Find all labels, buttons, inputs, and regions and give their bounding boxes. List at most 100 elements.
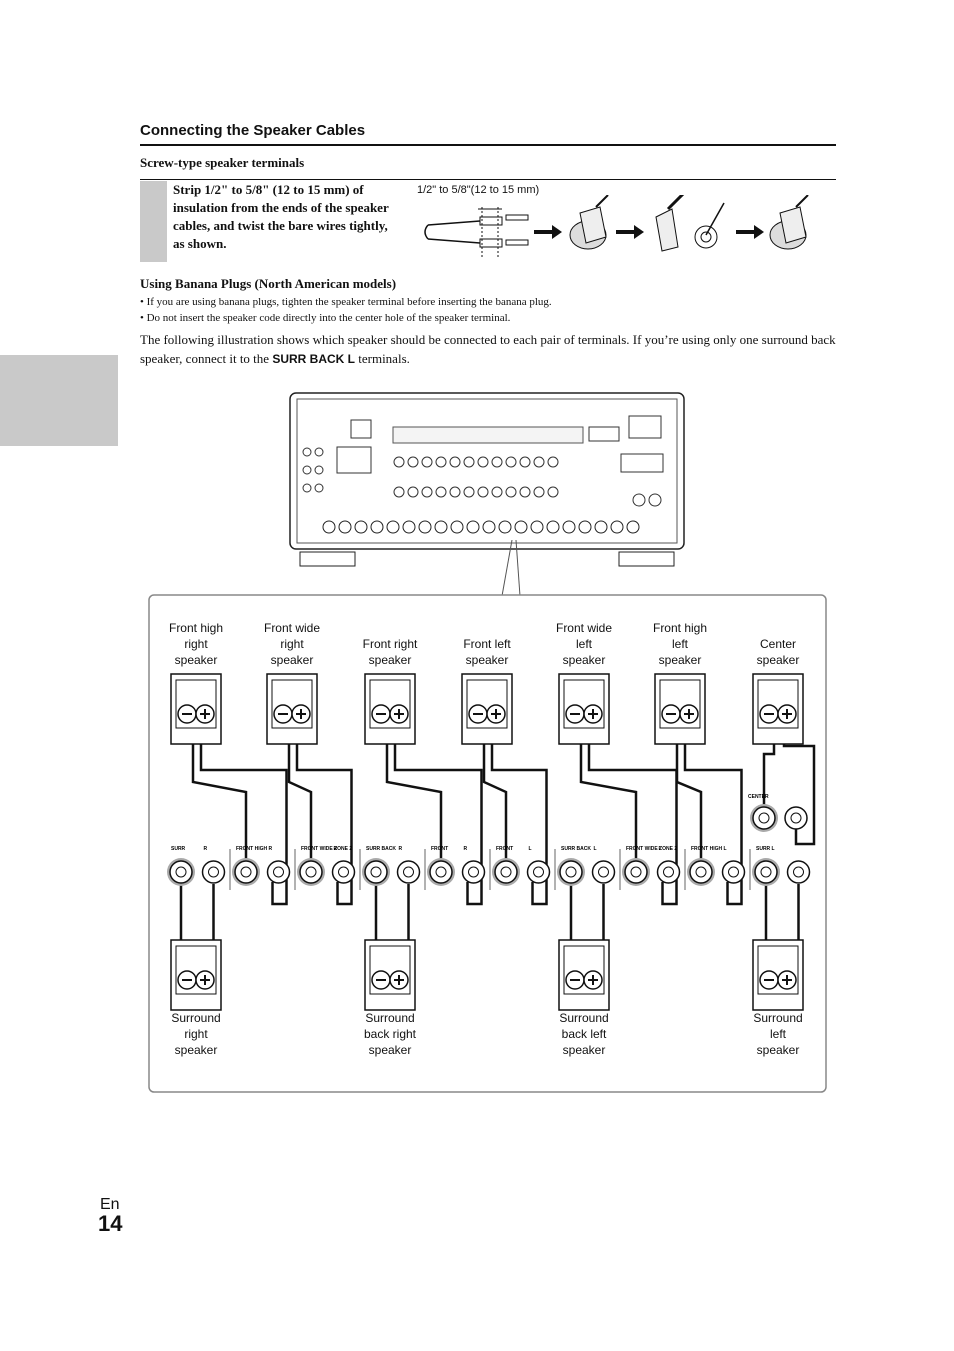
receiver-rear-panel	[289, 392, 685, 567]
speaker-terminal[interactable]	[622, 858, 650, 886]
speaker-terminal[interactable]	[526, 860, 551, 884]
speaker-top-5	[654, 673, 706, 745]
intro-paragraph: The following illustration shows which s…	[140, 330, 840, 368]
speaker-cable	[587, 729, 678, 906]
terminal-label: FRONT HIGH	[236, 846, 267, 852]
section-rule	[140, 144, 836, 146]
terminal-label: R	[204, 846, 208, 852]
speaker-terminal[interactable]	[557, 858, 585, 886]
subsection-rule	[140, 179, 836, 180]
speaker-top-0	[170, 673, 222, 745]
subsection-title: Screw-type speaker terminals	[140, 155, 305, 170]
step-marker	[140, 181, 167, 262]
speaker-terminal[interactable]	[656, 860, 681, 884]
terminal-label: R	[269, 846, 273, 852]
intro-text: The following illustration shows which s…	[140, 332, 836, 366]
banana-note: If you are using banana plugs, tighten t…	[140, 294, 840, 310]
speaker-cable	[579, 729, 638, 862]
speaker-cable	[683, 729, 743, 906]
terminal-label: FRONT WIDE ZONE 2	[301, 846, 352, 852]
callout-lines	[501, 540, 521, 597]
speaker-top-6	[752, 673, 804, 745]
speaker-cable	[482, 729, 508, 862]
speaker-terminal[interactable]	[721, 860, 746, 884]
surr-back-l-term: SURR BACK L	[272, 352, 355, 366]
speaker-bottom-0	[170, 939, 222, 1011]
speaker-terminal[interactable]	[297, 858, 325, 886]
speaker-terminal[interactable]	[461, 860, 486, 884]
page-language: En	[100, 1196, 120, 1213]
speaker-terminal[interactable]	[167, 858, 195, 886]
terminal-label: FRONT HIGH	[691, 846, 722, 852]
terminal-label: FRONT	[431, 846, 448, 852]
speaker-top-1	[266, 673, 318, 745]
speaker-cable	[393, 729, 483, 906]
terminal-label: FRONT	[496, 846, 513, 852]
wire-stripping-illustration	[424, 195, 809, 257]
speaker-terminal[interactable]	[427, 858, 455, 886]
terminal-label: L	[724, 846, 727, 852]
speaker-bottom-1	[364, 939, 416, 1011]
banana-note: Do not insert the speaker code directly …	[140, 310, 840, 326]
speaker-terminal[interactable]	[266, 860, 291, 884]
terminal-label: SURR L	[756, 846, 775, 852]
center-speaker-terminal[interactable]	[750, 804, 778, 832]
speaker-cable	[287, 729, 313, 862]
speaker-top-2	[364, 673, 416, 745]
speaker-cable	[490, 729, 548, 906]
speaker-top-4	[558, 673, 610, 745]
bottom-speakers	[170, 939, 804, 1011]
terminal-label: FRONT WIDE ZONE 2	[626, 846, 677, 852]
speaker-terminal[interactable]	[591, 860, 616, 884]
speaker-terminal[interactable]	[786, 860, 811, 884]
banana-notes: If you are using banana plugs, tighten t…	[140, 294, 840, 326]
terminal-label: L	[594, 846, 597, 852]
speaker-bottom-3	[752, 939, 804, 1011]
speaker-terminal[interactable]	[331, 860, 356, 884]
speaker-top-3	[461, 673, 513, 745]
terminal-label: R	[464, 846, 468, 852]
speaker-cable	[295, 729, 353, 906]
terminal-label: R	[399, 846, 403, 852]
speaker-terminal[interactable]	[687, 858, 715, 886]
banana-plugs-title: Using Banana Plugs (North American model…	[140, 276, 397, 291]
terminal-label: R	[334, 846, 338, 852]
page-number: 14	[98, 1211, 123, 1236]
terminal-label: SURR BACK	[366, 846, 396, 852]
speaker-terminal[interactable]	[201, 860, 226, 884]
terminal-label: SURR	[171, 846, 186, 852]
speaker-bottom-2	[558, 939, 610, 1011]
speaker-cable	[191, 729, 248, 862]
speaker-terminal[interactable]	[232, 858, 260, 886]
section-title: Connecting the Speaker Cables	[140, 122, 366, 139]
speaker-cable	[675, 729, 703, 862]
center-terminal: CENTER	[748, 794, 808, 832]
top-speakers	[170, 673, 804, 745]
terminal-label: SURR BACK	[561, 846, 591, 852]
chapter-tab	[0, 355, 118, 446]
center-speaker-terminal[interactable]	[784, 806, 808, 830]
speaker-terminal[interactable]	[362, 858, 390, 886]
terminal-label: L	[659, 846, 662, 852]
center-terminal-label: CENTER	[748, 794, 769, 800]
step-instruction: Strip 1/2" to 5/8" (12 to 15 mm) of insu…	[173, 182, 389, 251]
intro-text-end: terminals.	[355, 351, 410, 366]
speaker-terminal[interactable]	[492, 858, 520, 886]
speaker-cable	[385, 729, 443, 862]
strip-length-label: 1/2" to 5/8"(12 to 15 mm)	[417, 184, 540, 196]
speaker-cable	[199, 729, 288, 906]
speaker-terminal[interactable]	[396, 860, 421, 884]
speaker-terminal[interactable]	[752, 858, 780, 886]
